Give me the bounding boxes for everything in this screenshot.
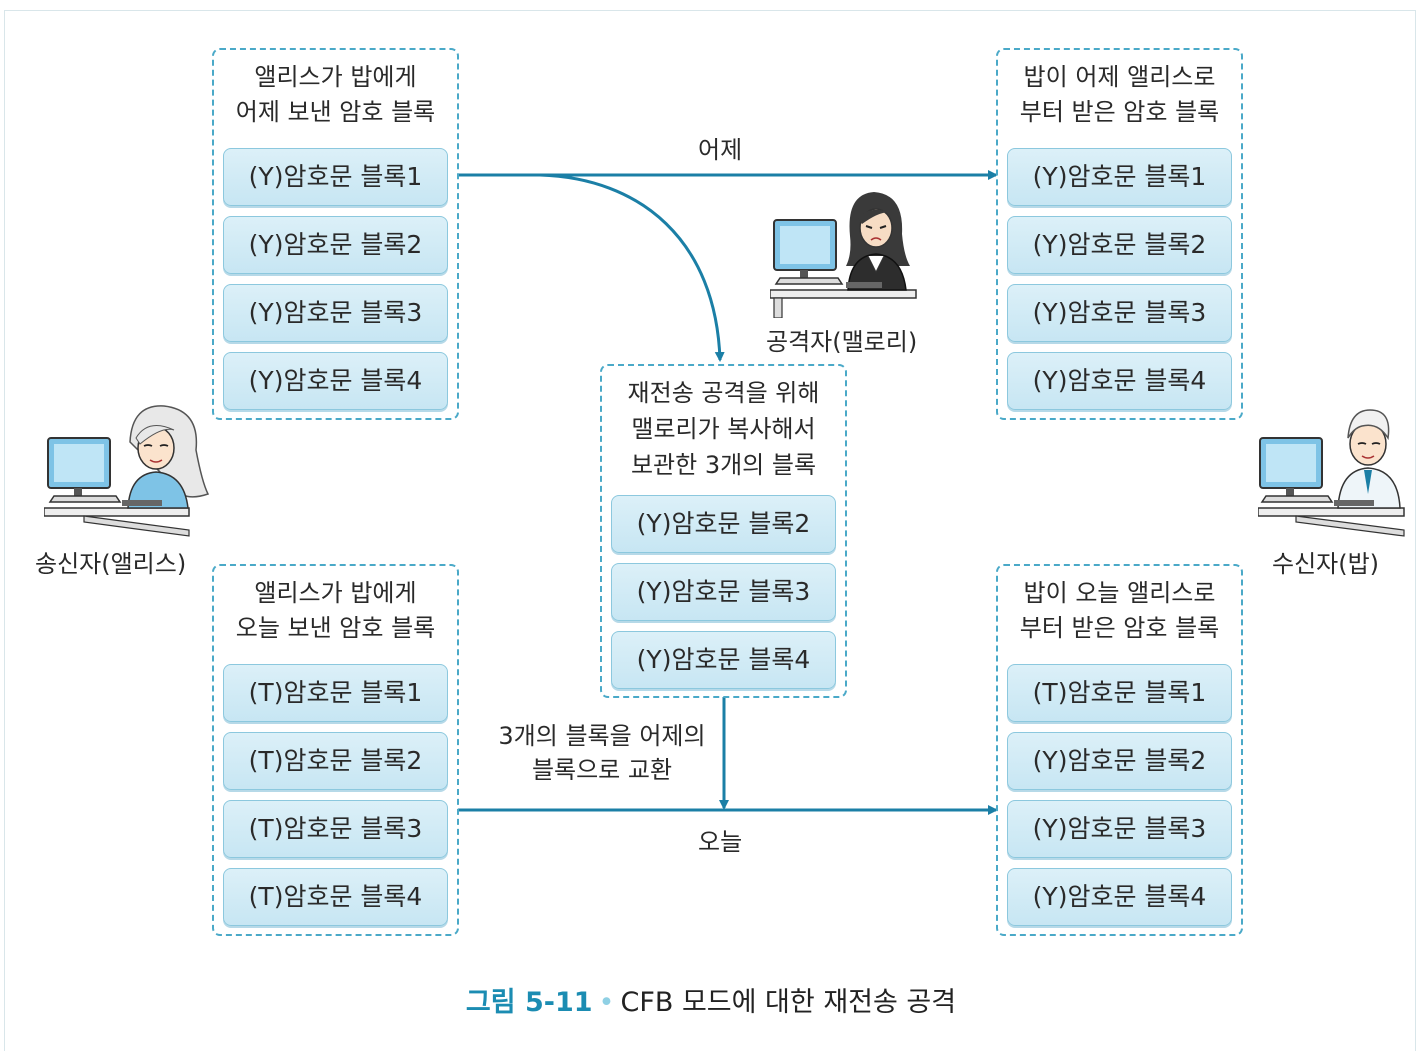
label-swap: 블록으로 교환 <box>531 756 673 784</box>
label-receiver: 수신자(밥) <box>1272 550 1380 578</box>
figure-frame <box>4 10 1416 1051</box>
cipher-block: (Y)암호문 블록3 <box>611 563 836 621</box>
group-title: 앨리스가 밥에게 <box>254 63 417 91</box>
group-title: 밥이 오늘 앨리스로 <box>1023 579 1216 607</box>
group-sent-yesterday: 앨리스가 밥에게 어제 보낸 암호 블록 (Y)암호문 블록1 (Y)암호문 블… <box>212 48 459 420</box>
group-title: 맬로리가 복사해서 <box>631 415 816 443</box>
group-title: 밥이 어제 앨리스로 <box>1023 63 1216 91</box>
cipher-block: (Y)암호문 블록3 <box>223 284 448 342</box>
sender-illustration <box>44 405 209 537</box>
cipher-block: (Y)암호문 블록4 <box>1007 352 1232 410</box>
label-today: 오늘 <box>698 828 743 856</box>
label-sender: 송신자(앨리스) <box>35 550 187 578</box>
group-title: 오늘 보낸 암호 블록 <box>235 614 436 642</box>
group-sent-today: 앨리스가 밥에게 오늘 보낸 암호 블록 (T)암호문 블록1 (T)암호문 블… <box>212 564 459 936</box>
cipher-block: (Y)암호문 블록2 <box>1007 216 1232 274</box>
receiver-illustration <box>1258 409 1405 537</box>
caption-text: CFB 모드에 대한 재전송 공격 <box>620 987 957 1018</box>
group-copied-blocks: 재전송 공격을 위해 맬로리가 복사해서 보관한 3개의 블록 (Y)암호문 블… <box>600 364 847 698</box>
group-title: 부터 받은 암호 블록 <box>1019 98 1220 126</box>
cipher-block: (Y)암호문 블록4 <box>223 352 448 410</box>
group-received-yesterday: 밥이 어제 앨리스로 부터 받은 암호 블록 (Y)암호문 블록1 (Y)암호문… <box>996 48 1243 420</box>
cipher-block: (Y)암호문 블록4 <box>611 631 836 689</box>
label-yesterday: 어제 <box>698 136 743 164</box>
group-title: 보관한 3개의 블록 <box>630 451 817 479</box>
cipher-block: (Y)암호문 블록2 <box>1007 732 1232 790</box>
cipher-block: (T)암호문 블록4 <box>223 868 448 926</box>
group-received-today: 밥이 오늘 앨리스로 부터 받은 암호 블록 (T)암호문 블록1 (Y)암호문… <box>996 564 1243 936</box>
arrow-intercept <box>539 173 725 362</box>
attacker-illustration <box>770 192 917 318</box>
figure-caption: 그림 5-11•CFB 모드에 대한 재전송 공격 <box>0 980 1422 1019</box>
cipher-block: (Y)암호문 블록3 <box>1007 800 1232 858</box>
cipher-block: (T)암호문 블록2 <box>223 732 448 790</box>
cipher-block: (T)암호문 블록1 <box>223 664 448 722</box>
cipher-block: (Y)암호문 블록2 <box>611 495 836 553</box>
cipher-block: (Y)암호문 블록4 <box>1007 868 1232 926</box>
caption-separator: • <box>598 987 615 1018</box>
group-title: 앨리스가 밥에게 <box>254 579 417 607</box>
group-title: 재전송 공격을 위해 <box>627 379 820 407</box>
cipher-block: (T)암호문 블록1 <box>1007 664 1232 722</box>
group-title: 부터 받은 암호 블록 <box>1019 614 1220 642</box>
cipher-block: (T)암호문 블록3 <box>223 800 448 858</box>
label-attacker: 공격자(맬로리) <box>766 328 918 356</box>
group-title: 어제 보낸 암호 블록 <box>235 98 436 126</box>
cipher-block: (Y)암호문 블록2 <box>223 216 448 274</box>
cipher-block: (Y)암호문 블록1 <box>1007 148 1232 206</box>
cipher-block: (Y)암호문 블록1 <box>223 148 448 206</box>
figure-number: 그림 5-11 <box>465 987 593 1018</box>
label-swap: 3개의 블록을 어제의 <box>498 722 706 750</box>
cipher-block: (Y)암호문 블록3 <box>1007 284 1232 342</box>
